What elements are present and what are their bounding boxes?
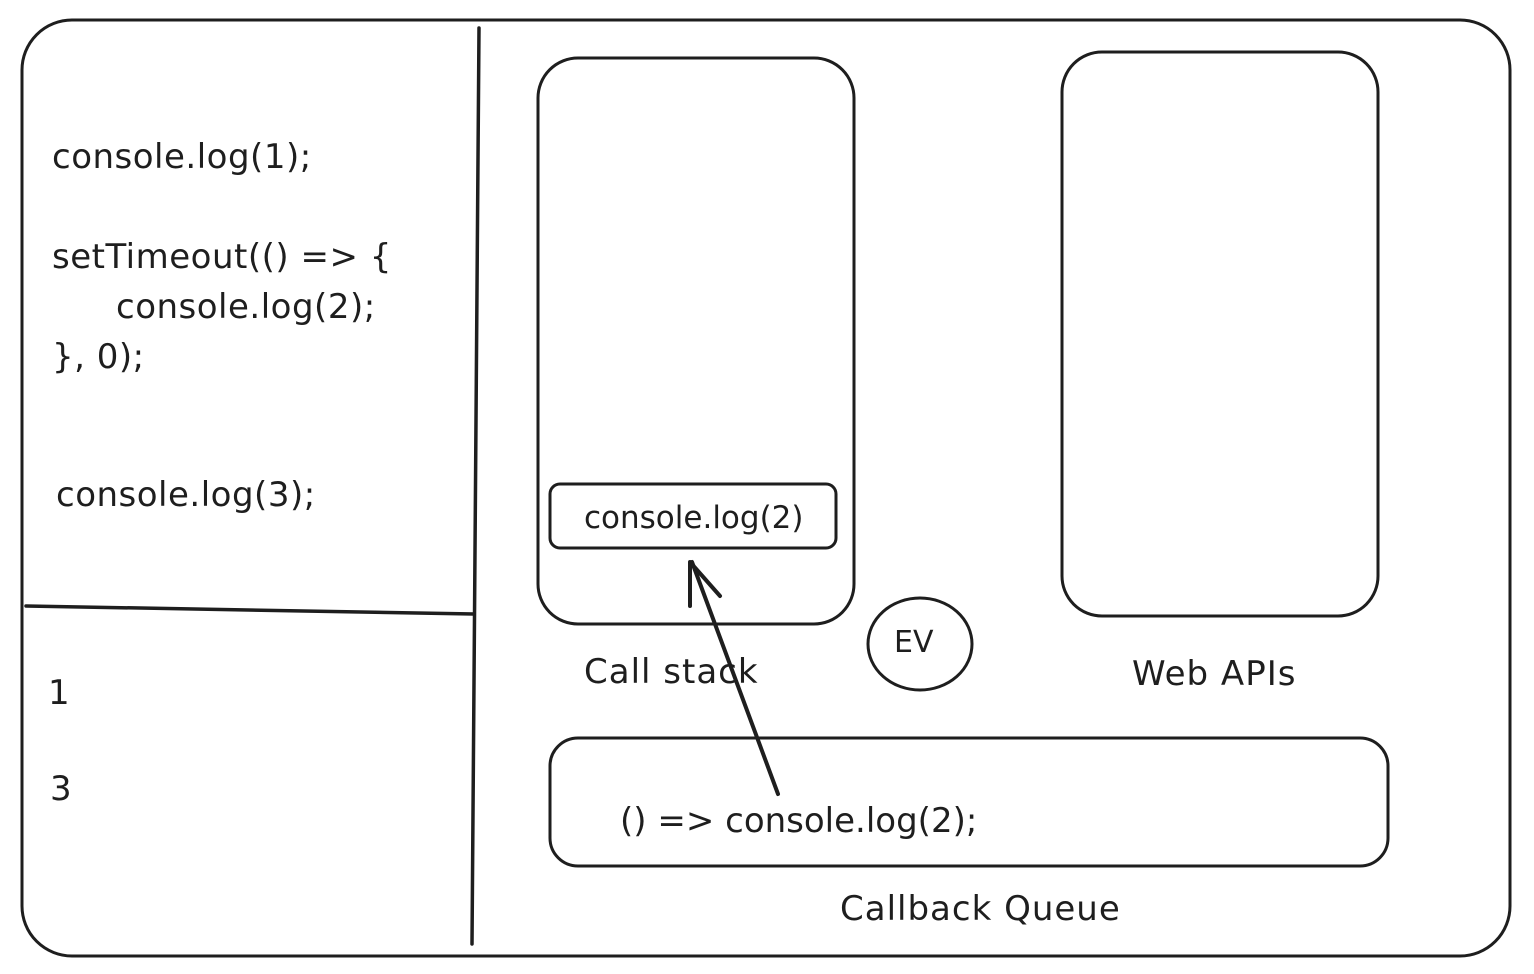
console-output-line: 1: [48, 673, 70, 713]
outer-frame: [20, 18, 1512, 958]
stack-frame-box: [548, 482, 838, 550]
arrow-head: [688, 560, 722, 608]
call-stack-box: [536, 56, 856, 626]
horizontal-divider: [24, 604, 476, 616]
vertical-divider: [470, 26, 481, 946]
event-loop-circle: [866, 596, 974, 692]
stack-frame-label: console.log(2): [584, 500, 804, 536]
callback-queue-label: Callback Queue: [840, 889, 1121, 929]
web-apis-box: [1060, 50, 1380, 618]
code-line-1: console.log(1);: [52, 137, 312, 177]
event-loop-label: EV: [894, 625, 934, 660]
code-line-4: }, 0);: [52, 337, 145, 377]
web-apis-label: Web APIs: [1132, 654, 1297, 694]
code-line-3: console.log(2);: [116, 287, 376, 327]
code-line-2: setTimeout(() => {: [52, 237, 392, 277]
callback-queue-box: [548, 736, 1390, 868]
console-output-line: 3: [50, 769, 72, 809]
callback-queue-item: () => console.log(2);: [620, 801, 978, 841]
code-line-5: console.log(3);: [56, 475, 316, 515]
call-stack-label: Call stack: [584, 652, 759, 692]
arrow-shaft: [690, 560, 780, 796]
